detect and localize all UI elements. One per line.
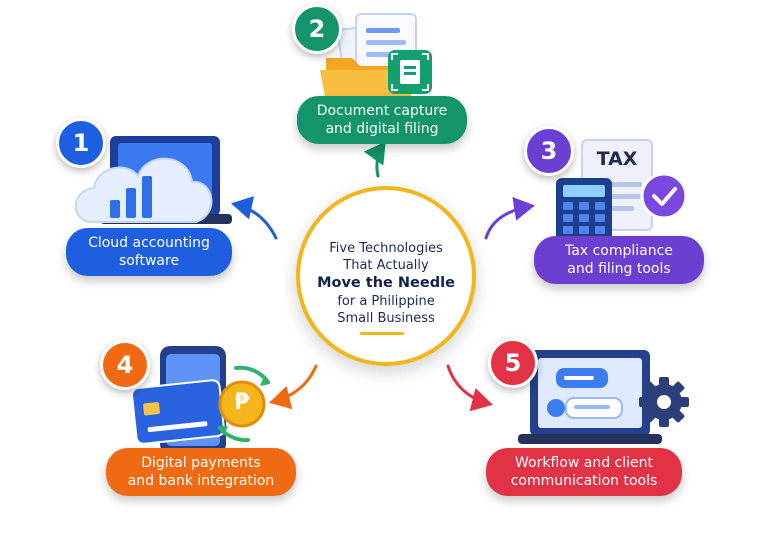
node-1-label-pill: Cloud accounting software: [66, 228, 232, 276]
node-2-label-pill: Document capture and digital filing: [297, 96, 467, 144]
badge-3: 3: [524, 126, 574, 176]
node-3-line-1: Tax compliance: [565, 243, 673, 259]
center-line-3: Move the Needle: [317, 274, 455, 291]
badge-4: 4: [100, 340, 150, 390]
node-2-line-2: and digital filing: [325, 121, 439, 137]
node-4-line-1: Digital payments: [141, 455, 261, 471]
peso-sign: ₱: [234, 390, 250, 415]
node-5-line-2: communication tools: [510, 473, 658, 489]
node-3-line-2: and filing tools: [567, 261, 671, 277]
arrow-to-node-3: [484, 196, 535, 240]
center-line-2: That Actually: [343, 257, 429, 273]
badge-2: 2: [292, 4, 342, 54]
node-2-line-1: Document capture: [316, 103, 448, 119]
center-underline: [360, 332, 404, 335]
node-5-line-1: Workflow and client: [515, 455, 653, 471]
arrow-to-node-1: [231, 196, 278, 240]
center-line-5: Small Business: [337, 310, 435, 326]
badge-5: 5: [488, 338, 538, 388]
tax-label: TAX: [596, 148, 638, 170]
badge-1: 1: [56, 118, 106, 168]
node-4-line-2: and bank integration: [127, 473, 275, 489]
node-5-label-pill: Workflow and client communication tools: [486, 448, 682, 496]
arrow-to-node-5: [446, 364, 493, 412]
center-title-circle: Five Technologies That Actually Move the…: [296, 186, 476, 366]
center-line-1: Five Technologies: [329, 240, 443, 256]
center-line-4: for a Philippine: [337, 293, 435, 309]
arrow-to-node-2: [363, 141, 386, 178]
node-4-label-pill: Digital payments and bank integration: [106, 448, 296, 496]
node-1-line-2: software: [118, 253, 180, 269]
arrow-to-node-4: [269, 364, 318, 410]
node-3-label-pill: Tax compliance and filing tools: [534, 236, 704, 284]
node-1-line-1: Cloud accounting: [88, 235, 210, 251]
